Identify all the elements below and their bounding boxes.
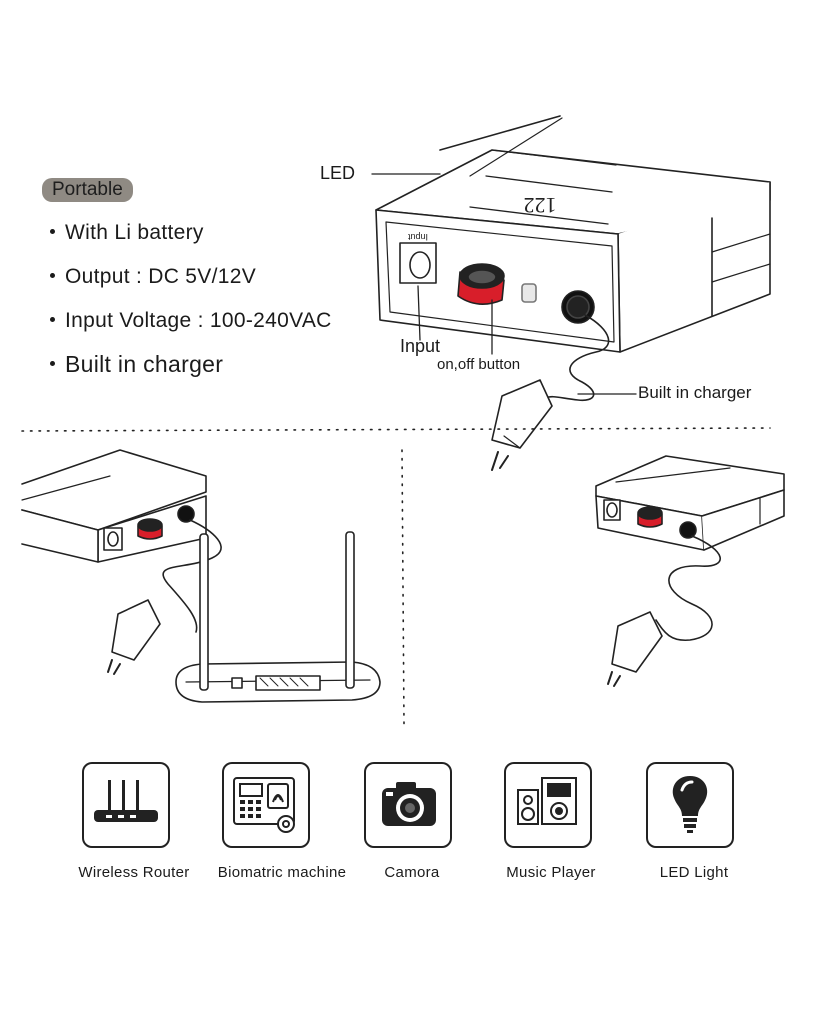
app-label-camera: Camora [384,864,440,881]
app-tile-camera [364,762,452,848]
music-player-icon [517,777,577,825]
app-tile-router [82,762,170,848]
app-label-biometric: Biomatric machine [217,864,347,881]
right-power-bank [595,455,785,687]
left-power-bank [21,449,222,675]
bullet-icon [50,228,55,234]
biometric-machine-icon [233,777,295,833]
device-display-text: 122 [524,193,557,218]
bullet-icon [50,361,55,367]
bullet-icon [50,316,55,322]
router-icon [94,780,158,822]
app-label-led-light: LED Light [659,864,729,881]
app-tile-led-light [646,762,734,848]
feature-item: With Li battery [50,221,204,245]
portable-badge: Portable [42,178,133,202]
input-callout: Input [400,336,441,356]
app-tile-biometric [222,762,310,848]
feature-text: Output : DC 5V/12V [65,265,256,288]
main-power-bank [371,115,771,471]
input-port-label: Input [407,232,428,242]
camera-icon [382,782,436,826]
wireless-router-illustration [175,531,381,703]
charger-callout: Built in charger [638,383,752,402]
app-label-music-player: Music Player [506,864,596,881]
light-bulb-icon [672,776,708,833]
bullet-icon [50,272,55,278]
feature-text: Input Voltage : 100-240VAC [65,309,332,332]
app-tile-music-player [504,762,592,848]
feature-item: Built in charger [50,351,223,378]
onoff-callout: on,off button [437,356,521,373]
app-label-router: Wireless Router [78,864,190,881]
feature-item: Output : DC 5V/12V [50,265,256,289]
feature-item: Input Voltage : 100-240VAC [50,309,332,333]
feature-text: Built in charger [65,351,224,377]
feature-text: With Li battery [65,221,204,244]
led-callout: LED [320,163,356,183]
